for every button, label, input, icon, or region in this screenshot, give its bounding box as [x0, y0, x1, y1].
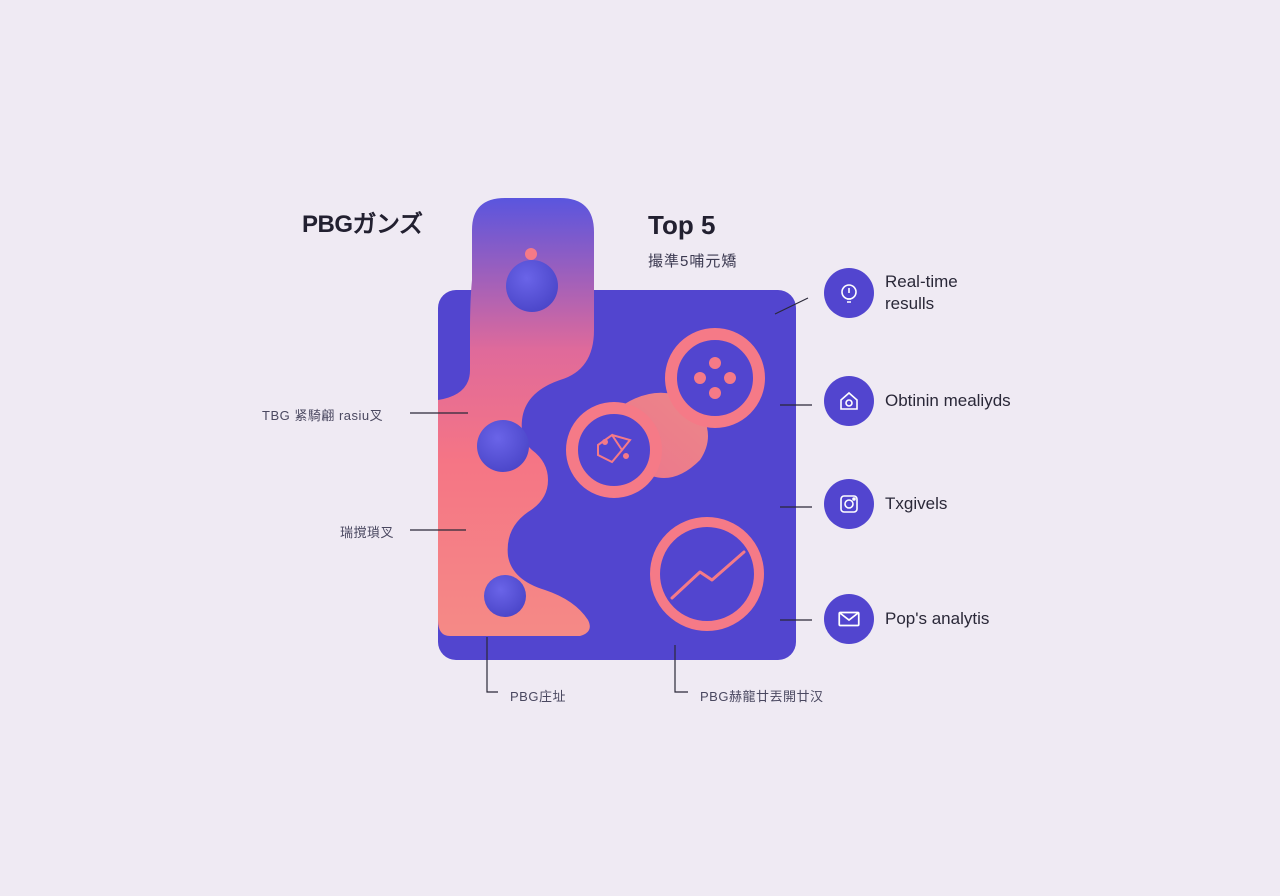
- feature-item-1: Real-time resulls: [824, 268, 958, 318]
- feature-label-2: Obtinin mealiyds: [885, 391, 1011, 410]
- top-subtitle: 撮準5哺元矯: [648, 253, 738, 270]
- gradient-blob: [438, 198, 594, 636]
- callout-left-middle: 瑞撹瑣叉: [340, 525, 395, 540]
- bulb-icon: [824, 268, 874, 318]
- left-title: PBGガンズ: [302, 211, 423, 238]
- camera-icon: [824, 479, 874, 529]
- callout-bottom-right: PBG赫龍廿丟開廿汉: [700, 689, 824, 704]
- callout-bottom-left: PBG庄址: [510, 689, 566, 704]
- feature-label-1-line2: resulls: [885, 294, 935, 313]
- feature-item-2: Obtinin mealiyds: [824, 376, 1011, 426]
- mail-icon: [824, 594, 874, 644]
- feature-label-1-line1: Real-time: [885, 272, 958, 291]
- flower-icon: [694, 357, 736, 399]
- top-title: Top 5: [648, 210, 716, 240]
- feature-label-3: Txgivels: [885, 494, 948, 513]
- connector-line-bottom-1: [486, 637, 498, 693]
- feature-item-4: Pop's analytis: [824, 594, 989, 644]
- network-icon: [597, 433, 632, 464]
- coral-dot-top: [525, 248, 537, 260]
- blue-sphere-middle: [477, 420, 529, 472]
- feature-label-4: Pop's analytis: [885, 609, 990, 628]
- ring-left: [566, 402, 662, 498]
- ring-large: [650, 517, 764, 631]
- home-icon: [824, 376, 874, 426]
- blue-sphere-bottom: [484, 575, 526, 617]
- blue-sphere-top: [506, 260, 558, 312]
- callout-left-upper: TBG 紧騎翩 rasiu叉: [262, 408, 384, 423]
- connector-line-1: [774, 297, 809, 315]
- connector-line-bottom-2: [674, 645, 688, 693]
- feature-item-3: Txgivels: [824, 479, 947, 529]
- ring-upper: [665, 328, 765, 428]
- trend-line-icon: [670, 550, 746, 600]
